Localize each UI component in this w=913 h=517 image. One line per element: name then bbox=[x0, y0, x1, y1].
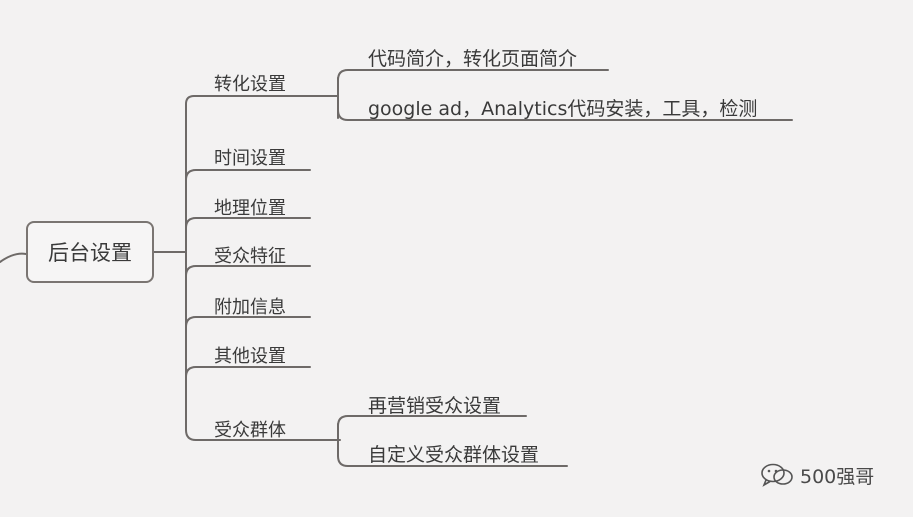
wechat-icon bbox=[761, 463, 793, 487]
branch-geo-location[interactable]: 地理位置 bbox=[214, 198, 286, 219]
branch-connector-3 bbox=[185, 217, 311, 229]
branch-audience-features[interactable]: 受众特征 bbox=[214, 246, 286, 267]
branch-connector-5 bbox=[185, 316, 311, 328]
sub-connector-1-vertical bbox=[309, 77, 339, 119]
sub-code-intro[interactable]: 代码简介，转化页面简介 bbox=[368, 48, 578, 70]
branch-time-settings[interactable]: 时间设置 bbox=[214, 148, 286, 169]
incoming-connector bbox=[0, 252, 27, 263]
branch-connector-2 bbox=[185, 169, 311, 181]
branch-audience-groups[interactable]: 受众群体 bbox=[214, 420, 286, 441]
root-node[interactable]: 后台设置 bbox=[26, 221, 154, 283]
sub-custom-audience[interactable]: 自定义受众群体设置 bbox=[368, 444, 540, 466]
watermark-text: 500强哥 bbox=[800, 465, 875, 488]
sub-connector-7-2 bbox=[337, 455, 568, 467]
root-label: 后台设置 bbox=[48, 241, 132, 265]
sub-connector-1-1 bbox=[337, 69, 609, 81]
sub-remarketing-audience[interactable]: 再营销受众设置 bbox=[368, 395, 502, 417]
branch-conversion-settings[interactable]: 转化设置 bbox=[214, 74, 286, 95]
branch-connector-6 bbox=[185, 366, 311, 378]
sub-connector-7-1 bbox=[337, 415, 527, 427]
trunk-line bbox=[185, 95, 197, 441]
sub-connector-1-2 bbox=[337, 109, 793, 121]
sub-google-ad-analytics[interactable]: google ad，Analytics代码安装，工具，检测 bbox=[368, 98, 758, 120]
branch-other-settings[interactable]: 其他设置 bbox=[214, 346, 286, 367]
branch-connector-4 bbox=[185, 265, 311, 277]
branch-extra-info[interactable]: 附加信息 bbox=[214, 297, 286, 318]
watermark: 500强哥 bbox=[760, 460, 874, 490]
